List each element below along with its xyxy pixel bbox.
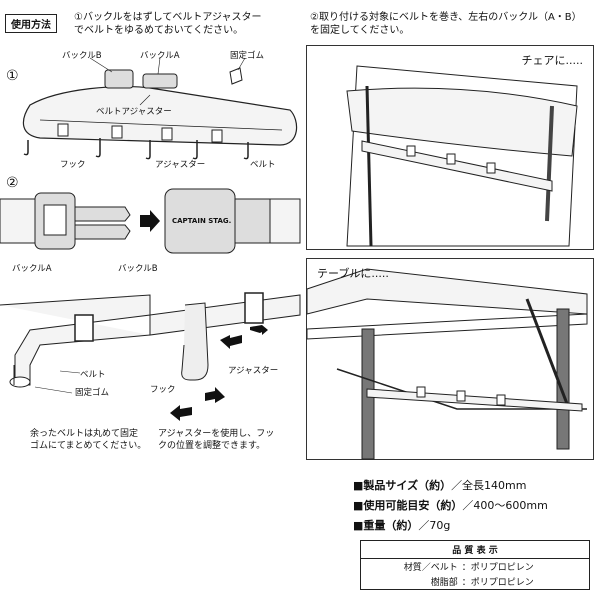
spec-range-value: ／400〜600mm [462,499,548,512]
quality-label-box: 品 質 表 示 材質／ベルト ：ポリプロピレン 樹脂部 ：ポリプロピレン [360,540,590,590]
hook-adjust-caption: アジャスターを使用し、フッ クの位置を調整できます。 [158,429,275,451]
label-fixed-rubber: 固定ゴム [230,51,265,61]
label-hook-4: フック [150,385,176,395]
hook-adjust-drawing [149,292,301,421]
spec-size: ■製品サイズ（約）／全長140mm [353,477,527,493]
table-illustration [306,268,588,460]
table-panel: テーブルに..... [306,258,594,460]
buckle-connection-drawing [0,188,301,254]
chair-panel: チェアに..... [306,45,594,250]
label-adjuster: アジャスター [155,160,206,170]
chair-label: チェアに..... [521,54,583,67]
spec-weight-label: ■重量（約） [353,519,419,532]
rolled-belt-caption: 余ったベルトは丸めて固定 ゴムにてまとめてください。 [30,429,147,451]
label-adjuster-4: アジャスター [228,366,279,376]
quality-row-1-value: ：ポリプロピレン [461,563,534,573]
step-number-1: ① [6,68,19,84]
label-hook: フック [60,160,86,170]
spec-range: ■使用可能目安（約）／400〜600mm [353,497,548,513]
quality-row-1-label: 材質／ベルト [403,563,458,573]
quality-row-2-label: 樹脂部 [430,578,458,588]
rolled-belt-drawing [0,294,151,394]
label-belt-3: ベルト [80,370,106,380]
spec-range-label: ■使用可能目安（約） [353,499,463,512]
step1-instruction: ①バックルをはずしてベルトアジャスター でベルトをゆるめておいてください。 [74,12,262,36]
spec-weight-value: ／70g [418,519,451,532]
spec-weight: ■重量（約）／70g [353,517,450,533]
label-buckle-b: バックルB [62,51,102,61]
label-fixed-rubber-3: 固定ゴム [75,388,110,398]
belt-overview-drawing [22,57,298,160]
spec-size-label: ■製品サイズ（約） [353,479,452,492]
quality-row-2-value: ：ポリプロピレン [461,578,534,588]
usage-tag: 使用方法 [5,14,57,33]
brand-logo: CAPTAIN STAG. [172,217,232,225]
label-belt-adjuster: ベルトアジャスター [96,107,172,117]
label-belt: ベルト [250,160,276,170]
label-buckle-a: バックルA [140,51,180,61]
step2-instruction: ②取り付ける対象にベルトを巻き、左右のバックル（A・B） を固定してください。 [310,12,582,36]
quality-title: 品 質 表 示 [360,540,590,559]
spec-size-value: ／全長140mm [451,479,527,492]
step-number-2: ② [6,175,19,191]
label-buckle-a-2: バックルA [12,264,52,274]
label-buckle-b-2: バックルB [118,264,158,274]
table-label: テーブルに..... [317,267,389,280]
chair-illustration [346,65,578,247]
